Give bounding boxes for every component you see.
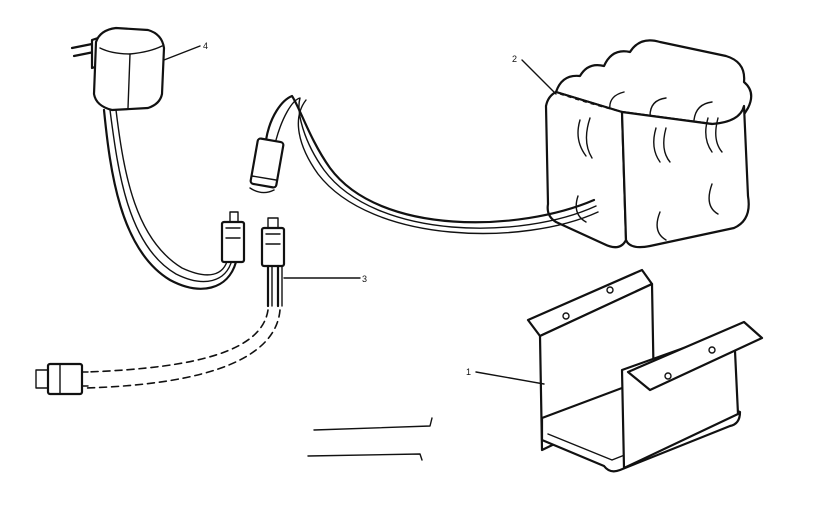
callout-2: 2 bbox=[512, 54, 517, 64]
callout-leader-1 bbox=[475, 371, 545, 385]
bracket-hole bbox=[606, 286, 614, 294]
bracket-hole bbox=[708, 346, 716, 354]
battery-side bbox=[620, 104, 750, 249]
connector-b bbox=[260, 226, 286, 268]
battery-plug bbox=[249, 137, 285, 189]
callout-leader-4 bbox=[163, 45, 201, 61]
callout-1: 1 bbox=[466, 367, 471, 377]
battery-front bbox=[544, 90, 628, 249]
bracket-hole bbox=[664, 372, 672, 380]
connector-a bbox=[220, 220, 246, 264]
mounting-bracket bbox=[526, 268, 764, 473]
adapter-corner-edge bbox=[127, 53, 131, 109]
callout-3: 3 bbox=[362, 274, 367, 284]
battery-hidden-edge bbox=[559, 93, 623, 113]
callout-4: 4 bbox=[203, 41, 208, 51]
battery-pack bbox=[249, 39, 753, 249]
wall-adapter bbox=[70, 26, 238, 290]
bracket-hole bbox=[562, 312, 570, 320]
connector-harness bbox=[35, 211, 286, 396]
drafting-line bbox=[313, 417, 433, 431]
adapter-prong bbox=[70, 42, 96, 58]
callout-leader-2 bbox=[521, 59, 557, 95]
bracket-side-flange bbox=[626, 320, 764, 392]
remote-plug bbox=[46, 362, 84, 396]
drafting-line bbox=[307, 453, 423, 461]
